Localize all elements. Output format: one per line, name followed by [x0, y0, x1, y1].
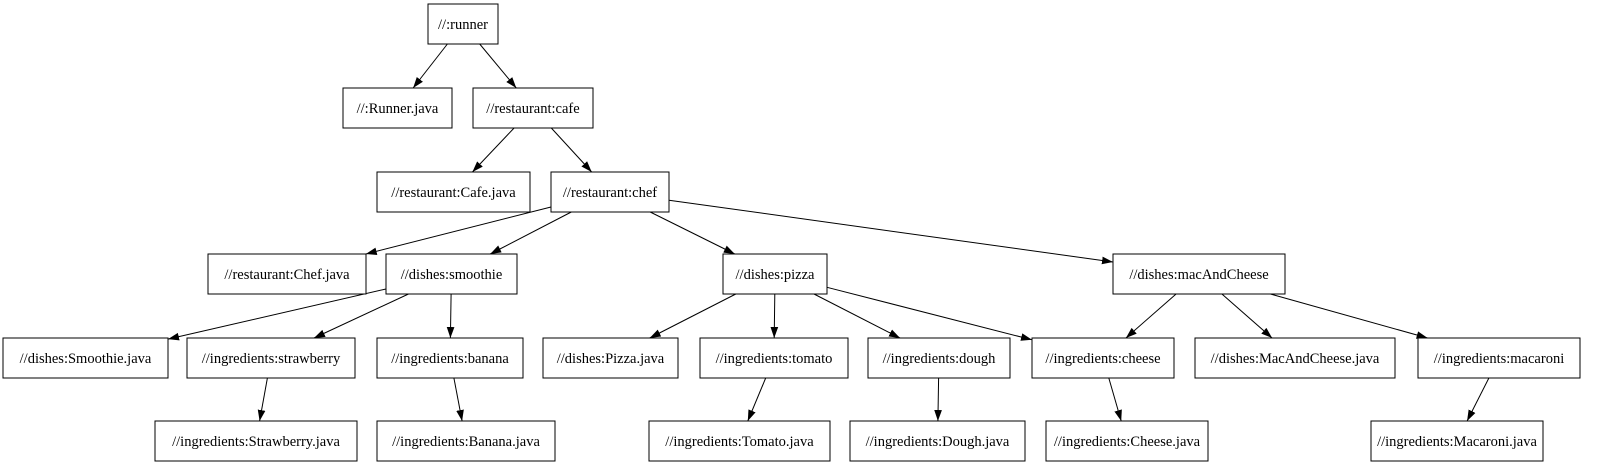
node-label: //ingredients:Macaroni.java: [1377, 434, 1537, 450]
node-label: //ingredients:Tomato.java: [665, 434, 814, 450]
node-dough-java: //ingredients:Dough.java: [849, 420, 1026, 462]
node-box: [1194, 337, 1396, 379]
node-label: //:runner: [438, 17, 488, 33]
node-box: [2, 337, 169, 379]
edge-smoothie-to-banana: [446, 293, 455, 339]
edge-pizza-to-dough: [813, 293, 901, 339]
node-box: [648, 420, 831, 462]
node-label: //ingredients:Cheese.java: [1054, 434, 1201, 450]
node-label: //restaurant:cafe: [486, 101, 579, 117]
node-label: //dishes:Smoothie.java: [20, 351, 152, 367]
edge-cafe-to-chef: [550, 127, 593, 173]
edge-pizza-to-tomato: [770, 293, 779, 339]
node-box: [542, 337, 679, 379]
node-smoothie-java: //dishes:Smoothie.java: [2, 337, 169, 379]
node-label: //ingredients:banana: [391, 351, 509, 367]
edge-cafe-to-cafe-java: [472, 127, 515, 173]
node-label: //ingredients:dough: [883, 351, 997, 367]
node-cheese-java: //ingredients:Cheese.java: [1045, 420, 1209, 462]
node-box: [867, 337, 1011, 379]
node-runner: //:runner: [427, 3, 499, 45]
node-label: //ingredients:Banana.java: [392, 434, 540, 450]
node-label: //ingredients:Strawberry.java: [172, 434, 340, 450]
node-banana-java: //ingredients:Banana.java: [376, 420, 556, 462]
edge-chef-to-smoothie: [489, 211, 572, 255]
node-mac-and-cheese: //dishes:macAndCheese: [1112, 253, 1286, 295]
node-label: //ingredients:macaroni: [1434, 351, 1564, 367]
edge-mac-and-cheese-to-mac-and-cheese-java: [1221, 293, 1273, 339]
node-tomato: //ingredients:tomato: [699, 337, 849, 379]
node-box: [472, 87, 594, 129]
node-tomato-java: //ingredients:Tomato.java: [648, 420, 831, 462]
node-box: [385, 253, 518, 295]
node-banana: //ingredients:banana: [376, 337, 524, 379]
node-label: //restaurant:Cafe.java: [391, 185, 516, 201]
node-chef: //restaurant:chef: [550, 171, 670, 213]
node-label: //ingredients:cheese: [1045, 351, 1160, 367]
edge-macaroni-to-macaroni-java: [1466, 377, 1490, 422]
node-label: //dishes:pizza: [736, 267, 815, 283]
node-mac-and-cheese-java: //dishes:MacAndCheese.java: [1194, 337, 1396, 379]
node-cheese: //ingredients:cheese: [1031, 337, 1175, 379]
node-box: [342, 87, 453, 129]
edge-cheese-to-cheese-java: [1108, 377, 1122, 422]
node-box: [186, 337, 356, 379]
node-box: [722, 253, 828, 295]
node-cafe-java: //restaurant:Cafe.java: [376, 171, 531, 213]
node-pizza-java: //dishes:Pizza.java: [542, 337, 679, 379]
node-box: [376, 420, 556, 462]
node-box: [1112, 253, 1286, 295]
node-strawberry-java: //ingredients:Strawberry.java: [154, 420, 358, 462]
edge-strawberry-to-strawberry-java: [257, 377, 268, 422]
node-pizza: //dishes:pizza: [722, 253, 828, 295]
edge-chef-to-pizza: [649, 211, 736, 255]
node-label: //ingredients:Dough.java: [866, 434, 1010, 450]
edge-dough-to-dough-java: [934, 377, 942, 422]
node-label: //dishes:macAndCheese: [1129, 267, 1268, 283]
node-box: [550, 171, 670, 213]
node-box: [376, 171, 531, 213]
node-runner-java: //:Runner.java: [342, 87, 453, 129]
edge-chef-to-mac-and-cheese: [668, 199, 1114, 265]
node-label: //ingredients:strawberry: [202, 351, 341, 367]
node-box: [849, 420, 1026, 462]
node-box: [1417, 337, 1581, 379]
node-label: //:Runner.java: [357, 101, 439, 117]
node-label: //restaurant:chef: [563, 185, 657, 201]
edge-pizza-to-pizza-java: [649, 293, 737, 339]
edge-runner-to-runner-java: [412, 43, 448, 89]
edge-runner-to-cafe: [479, 43, 517, 89]
node-macaroni-java: //ingredients:Macaroni.java: [1370, 420, 1544, 462]
node-strawberry: //ingredients:strawberry: [186, 337, 356, 379]
node-label: //dishes:smoothie: [401, 267, 503, 283]
node-box: [427, 3, 499, 45]
node-label: //ingredients:tomato: [716, 351, 833, 367]
edge-mac-and-cheese-to-cheese: [1125, 293, 1177, 339]
node-box: [1045, 420, 1209, 462]
node-label: //dishes:Pizza.java: [557, 351, 665, 367]
node-label: //restaurant:Chef.java: [224, 267, 350, 283]
node-cafe: //restaurant:cafe: [472, 87, 594, 129]
node-box: [154, 420, 358, 462]
node-label: //dishes:MacAndCheese.java: [1211, 351, 1380, 367]
edge-tomato-to-tomato-java: [747, 377, 767, 422]
edge-pizza-to-cheese: [826, 286, 1033, 341]
node-chef-java: //restaurant:Chef.java: [207, 253, 367, 295]
node-box: [1370, 420, 1544, 462]
node-box: [699, 337, 849, 379]
node-dough: //ingredients:dough: [867, 337, 1011, 379]
node-box: [1031, 337, 1175, 379]
edge-chef-to-chef-java: [365, 206, 552, 256]
edge-smoothie-to-smoothie-java: [167, 288, 387, 341]
node-box: [207, 253, 367, 295]
node-macaroni: //ingredients:macaroni: [1417, 337, 1581, 379]
edge-banana-to-banana-java: [453, 377, 464, 422]
edge-smoothie-to-strawberry: [313, 293, 409, 339]
node-box: [376, 337, 524, 379]
node-smoothie: //dishes:smoothie: [385, 253, 518, 295]
edge-mac-and-cheese-to-macaroni: [1270, 293, 1428, 339]
